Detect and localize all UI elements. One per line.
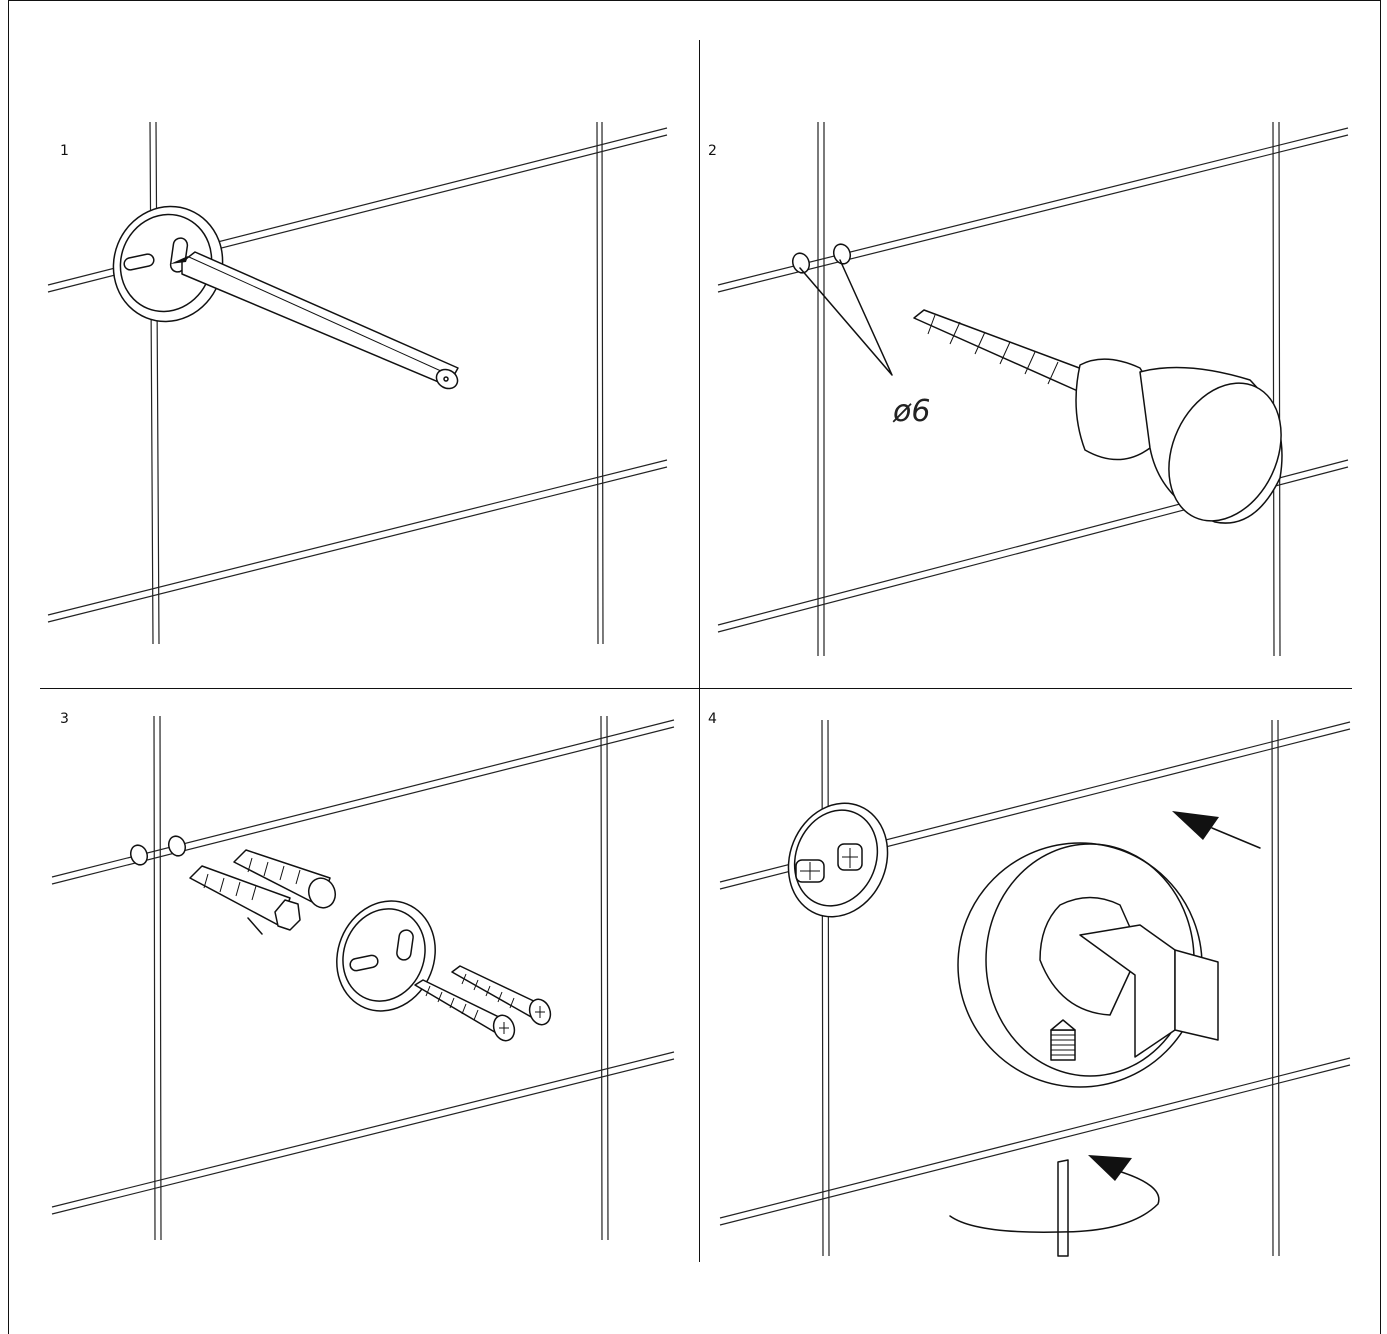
step-1-number: 1 [60, 143, 69, 159]
step-3-panel: 3 [51, 711, 675, 1241]
rotation-arrow [949, 1169, 1160, 1233]
drill-holes [129, 835, 187, 866]
step-4-number: 4 [708, 711, 717, 727]
page-frame [8, 0, 1381, 1334]
step-1-panel: 1 [47, 121, 668, 645]
rotation-arrow-head [1088, 1155, 1132, 1181]
arrow-head [1172, 811, 1219, 840]
drill-holes [791, 243, 893, 376]
tile-grid [51, 715, 675, 1241]
alignment-rod [170, 251, 459, 390]
drill [913, 309, 1283, 524]
mounting-plate [336, 900, 436, 1012]
tile-grid [47, 121, 668, 645]
wall-plugs [189, 849, 336, 935]
screws [414, 965, 552, 1042]
robe-hook [957, 842, 1219, 1088]
mounting-plate [787, 802, 889, 918]
step-3-number: 3 [60, 711, 69, 727]
grub-screw [1050, 1019, 1076, 1061]
hex-key [1057, 1159, 1069, 1257]
step-4-panel: 4 [708, 711, 1351, 1257]
direction-arrow [1211, 827, 1261, 849]
tile-grid [719, 719, 1351, 1257]
step-2-panel: 2 ø6 [708, 121, 1349, 657]
step-2-number: 2 [708, 143, 717, 159]
hole-diameter-label: ø6 [892, 394, 930, 429]
